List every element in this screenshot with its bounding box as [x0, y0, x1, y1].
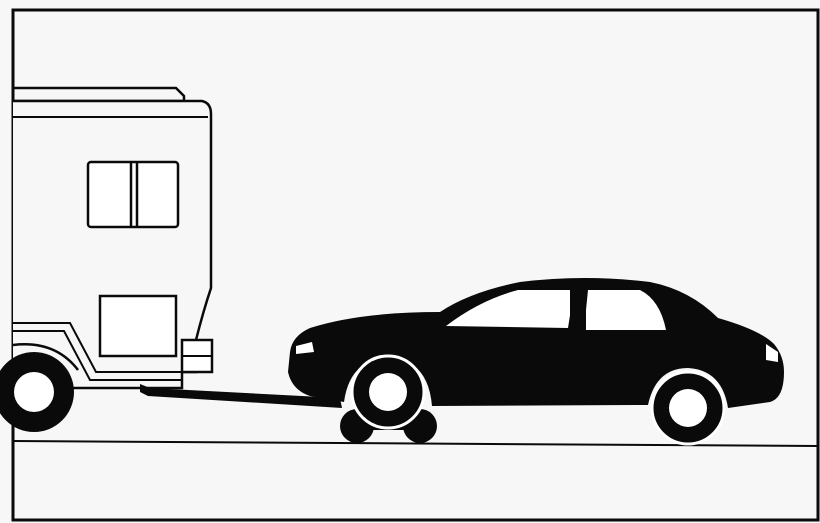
motorhome	[0, 88, 212, 432]
sedan-b-pillar	[570, 288, 586, 332]
motorhome-rear-panel	[100, 296, 176, 356]
sedan-front-wheel-hub	[369, 373, 407, 411]
sedan-rear-wheel-hub	[669, 389, 707, 427]
motorhome-rear-wheel-hub	[14, 372, 54, 412]
motorhome-window	[88, 162, 178, 227]
